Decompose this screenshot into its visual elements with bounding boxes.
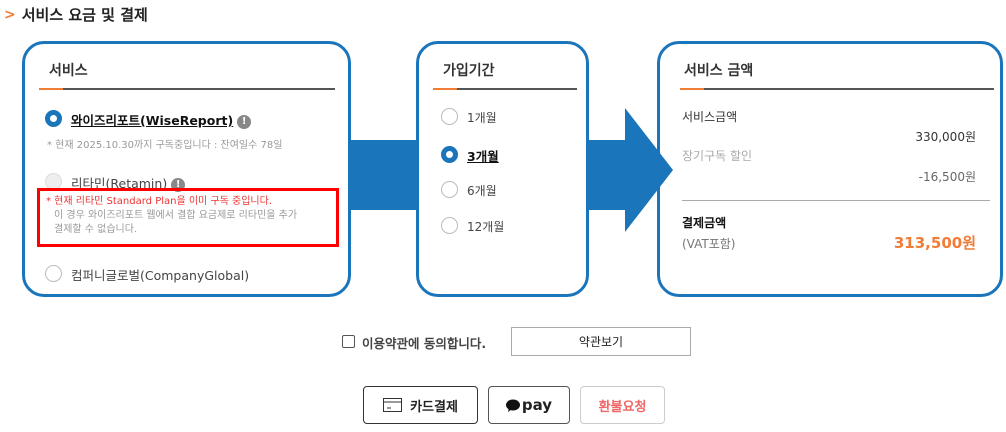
speech-bubble-icon [505,399,520,412]
warning-red-text: * 현재 리타민 Standard Plan을 이미 구독 중입니다. [46,196,272,207]
discount-label: 장기구독 할인 [682,149,753,163]
period-title: 가입기간 [443,63,495,79]
view-terms-button[interactable]: 약관보기 [511,327,691,356]
terms-checkbox[interactable] [342,335,355,348]
radio-3month[interactable] [441,146,458,163]
period-box: 가입기간 1개월 3개월 6개월 12개월 [416,41,589,297]
divider [433,88,577,90]
period-12month[interactable]: 12개월 [467,220,505,234]
service-title: 서비스 [49,63,88,79]
chevron-right-icon: > [4,6,16,23]
warning-text: 결제할 수 없습니다. [54,224,138,235]
kakaopay-button[interactable]: pay [488,386,570,424]
option-label: 와이즈리포트(WiseReport) [71,113,234,128]
radio-wisereport[interactable] [45,110,62,127]
credit-card-icon [383,398,403,412]
option-wisereport[interactable]: 와이즈리포트(WiseReport)! [71,110,252,129]
price-title: 서비스 금액 [684,63,754,79]
divider [682,200,990,201]
card-payment-button[interactable]: 카드결제 [363,386,478,424]
section-title: > 서비스 요금 및 결제 [4,4,148,25]
service-amount-label: 서비스금액 [682,110,738,124]
flow-arrow-band [583,140,628,210]
info-icon[interactable]: ! [237,114,252,129]
card-payment-label: 카드결제 [410,399,458,415]
period-6month[interactable]: 6개월 [467,184,497,198]
total-label: 결제금액 [682,216,727,230]
refund-request-button[interactable]: 환불요청 [580,386,665,424]
service-box: 서비스 와이즈리포트(WiseReport)! * 현재 2025.10.30까… [22,41,351,297]
subscription-note: * 현재 2025.10.30까지 구독중입니다 : 잔여일수 78일 [47,140,283,151]
flow-arrow-band [345,140,421,210]
price-box: 서비스 금액 서비스금액 330,000원 장기구독 할인 -16,500원 결… [657,41,1003,297]
option-companyglobal[interactable]: 컴퍼니글로벌(CompanyGlobal) [71,268,250,283]
warning-box: * 현재 리타민 Standard Plan을 이미 구독 중입니다. 이 경우… [37,188,339,247]
warning-text: 이 경우 와이즈리포트 웹에서 결합 요금제로 리타민을 추가 [54,210,298,221]
discount-value: -16,500원 [918,170,976,184]
radio-1month[interactable] [441,108,458,125]
period-3month[interactable]: 3개월 [467,149,499,164]
service-amount-value: 330,000원 [915,130,976,144]
vat-label: (VAT포함) [682,237,736,251]
total-value: 313,500원 [893,234,976,252]
pay-label: pay [521,396,553,414]
terms-agree-label[interactable]: 이용약관에 동의합니다. [362,336,487,351]
option-label: 리타민(Retamin) [71,176,168,191]
radio-6month[interactable] [441,181,458,198]
period-1month[interactable]: 1개월 [467,111,497,125]
flow-arrow-head-icon [625,108,673,232]
radio-12month[interactable] [441,217,458,234]
section-title-text: 서비스 요금 및 결제 [21,6,148,24]
radio-companyglobal[interactable] [45,265,62,282]
divider [680,88,994,90]
divider [39,88,335,90]
